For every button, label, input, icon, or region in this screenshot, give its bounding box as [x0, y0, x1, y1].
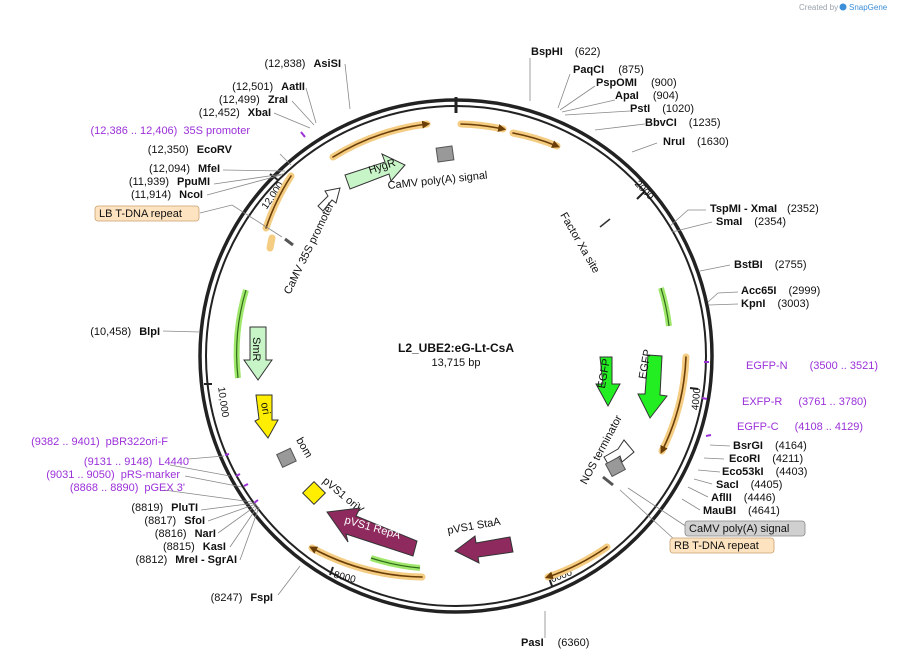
site-ecori[interactable]: EcoRI(4211)	[729, 453, 803, 465]
map-size: 13,715 bp	[432, 357, 481, 369]
orf-arc-6	[309, 546, 423, 578]
credit-brand: SnapGene	[849, 3, 888, 12]
site-apai[interactable]: ApaI(904)	[615, 90, 679, 102]
site-xbai[interactable]: (12,452)XbaI	[199, 107, 271, 119]
site-mfei[interactable]: (12,094)MfeI	[149, 163, 220, 175]
site-bbvci[interactable]: BbvCI(1235)	[645, 117, 721, 129]
primer-egfp-c[interactable]: EGFP-C(4108 .. 4129)	[737, 421, 863, 433]
site-blpi[interactable]: (10,458)BlpI	[90, 326, 160, 338]
egfp-arrow-1-icon	[595, 356, 621, 408]
feature-label-bom: bom	[293, 436, 314, 461]
orf-arc-4	[660, 356, 687, 454]
rb-marker	[602, 475, 614, 487]
primers: (12,386 .. 12,406)35S promoter EGFP-N(35…	[31, 125, 878, 494]
site-zrai[interactable]: (12,499)ZraI	[219, 94, 288, 106]
site-bstbi[interactable]: BstBI(2755)	[734, 259, 807, 271]
primer-prs-marker[interactable]: (9031 .. 9050)pRS-marker	[46, 469, 180, 481]
primer-marks	[224, 131, 712, 504]
bom-box-icon	[276, 447, 297, 468]
site-paqci[interactable]: PaqCI(875)	[573, 64, 644, 76]
leader-lines-left	[162, 63, 351, 596]
orf-arc-7	[265, 175, 292, 229]
badge-camv-polya[interactable]: CaMV poly(A) signal	[684, 520, 806, 537]
site-fspi[interactable]: (8247)FspI	[211, 592, 273, 604]
site-kpni[interactable]: KpnI(3003)	[741, 298, 809, 310]
site-psti[interactable]: PstI(1020)	[630, 103, 694, 115]
map-title: L2_UBE2:eG-Lt-CsA	[398, 341, 514, 355]
feature-label-egfp-2: EGFP	[637, 348, 654, 380]
feature-label-egfp-1: EGFP	[596, 358, 613, 390]
tick-label-8000: 8000	[332, 570, 357, 586]
site-sfoi[interactable]: (8817)SfoI	[144, 515, 205, 527]
badge-rb-label: RB T-DNA repeat	[674, 540, 759, 552]
leader-lines-right	[529, 58, 739, 638]
credit-prefix: Created by	[799, 3, 838, 12]
smr-arrow-icon	[243, 326, 273, 381]
feature-label-factor-xa: Factor Xa site	[557, 211, 601, 276]
site-maubi[interactable]: MauBI(4641)	[703, 505, 780, 517]
factor-xa-marker	[599, 218, 611, 228]
feature-label-pvs1-staa: pVS1 StaA	[446, 516, 502, 537]
feature-label-smr: SmR	[250, 337, 262, 362]
badge-lb-t-dna[interactable]: LB T-DNA repeat	[94, 205, 200, 222]
feature-label-camv-polya-top: CaMV poly(A) signal	[387, 170, 488, 192]
primer-pgex-3[interactable]: (8868 .. 8890)pGEX 3'	[70, 482, 185, 494]
site-eco53ki[interactable]: Eco53kI(4403)	[722, 466, 807, 478]
site-pasi[interactable]: PasI(6360)	[521, 637, 589, 649]
primer-exfp-r[interactable]: EXFP-R(3761 .. 3780)	[742, 396, 867, 408]
orf-arc-2	[460, 123, 507, 132]
badge-camv-polya-label: CaMV poly(A) signal	[689, 523, 789, 535]
ori-arrow-icon	[254, 394, 279, 439]
green-arcs	[233, 287, 672, 571]
site-asisi[interactable]: (12,838)AsiSI	[265, 58, 342, 70]
primer-35s-promoter[interactable]: (12,386 .. 12,406)35S promoter	[91, 125, 251, 137]
site-nari[interactable]: (8816)NarI	[155, 528, 216, 540]
site-smai[interactable]: SmaI(2354)	[716, 216, 786, 228]
camv-35s-marker	[284, 237, 294, 247]
site-ppumi[interactable]: (11,939)PpuMI	[129, 176, 210, 188]
snapgene-logo-icon	[839, 3, 847, 11]
site-aatii[interactable]: (12,501)AatII	[232, 81, 305, 93]
site-mrei-sgrai[interactable]: (8812)MreI - SgrAI	[135, 554, 237, 566]
site-pspomi[interactable]: PspOMI(900)	[596, 77, 677, 89]
camv-polya-box-bottom-icon	[604, 456, 627, 478]
orf-arc-3	[512, 132, 560, 148]
site-tspmi-xmai[interactable]: TspMI - XmaI(2352)	[710, 203, 819, 215]
tick-marks	[204, 173, 699, 587]
badge-lb-label: LB T-DNA repeat	[99, 208, 182, 220]
site-nrui[interactable]: NruI(1630)	[663, 136, 729, 148]
pvs1-staa-arrow-icon	[454, 535, 514, 564]
site-ncoi[interactable]: (11,914)NcoI	[131, 189, 203, 201]
site-aflii[interactable]: AflII(4446)	[711, 492, 776, 504]
site-kasi[interactable]: (8815)KasI	[163, 541, 226, 553]
site-ecorv[interactable]: (12,350)EcoRV	[148, 144, 233, 156]
orf-arc-1	[332, 120, 431, 158]
site-saci[interactable]: SacI(4405)	[716, 479, 782, 491]
site-acc65i[interactable]: Acc65I(2999)	[741, 285, 820, 297]
primer-l4440[interactable]: (9131 .. 9148)L4440	[84, 456, 189, 468]
tick-label-2000: 2000	[632, 179, 656, 203]
egfp-arrow-2-icon	[637, 354, 668, 419]
orf-arc-5	[544, 546, 608, 580]
primer-egfp-n[interactable]: EGFP-N(3500 .. 3521)	[746, 360, 878, 372]
primer-pbr322ori-f[interactable]: (9382 .. 9401)pBR322ori-F	[31, 436, 168, 448]
pvs1-repa-arrow-icon	[326, 507, 418, 557]
badge-rb-t-dna[interactable]: RB T-DNA repeat	[669, 537, 775, 554]
feature-label-camv-35s: CaMV 35S promoter	[282, 201, 337, 297]
site-bsrgi[interactable]: BsrGI(4164)	[733, 440, 807, 452]
orf-arcs	[262, 120, 690, 581]
camv-35s-promoter-arrow-icon	[317, 187, 341, 212]
tick-label-4000: 4000	[690, 387, 703, 411]
camv-polya-box-icon	[435, 145, 455, 163]
tick-label-10000: 10,000	[215, 386, 230, 418]
sites-right: BspHI(622) PaqCI(875) PspOMI(900) ApaI(9…	[521, 46, 820, 649]
feature-label-ori: ori	[258, 401, 272, 415]
sites-left: (12,838)AsiSI (12,501)AatII (12,499)ZraI…	[90, 58, 341, 604]
hygr-arrow-icon	[344, 153, 406, 190]
site-bsphi[interactable]: BspHI(622)	[531, 46, 600, 58]
pvs1-oriv-diamond-icon	[301, 480, 327, 506]
site-pluti[interactable]: (8819)PluTI	[131, 502, 198, 514]
